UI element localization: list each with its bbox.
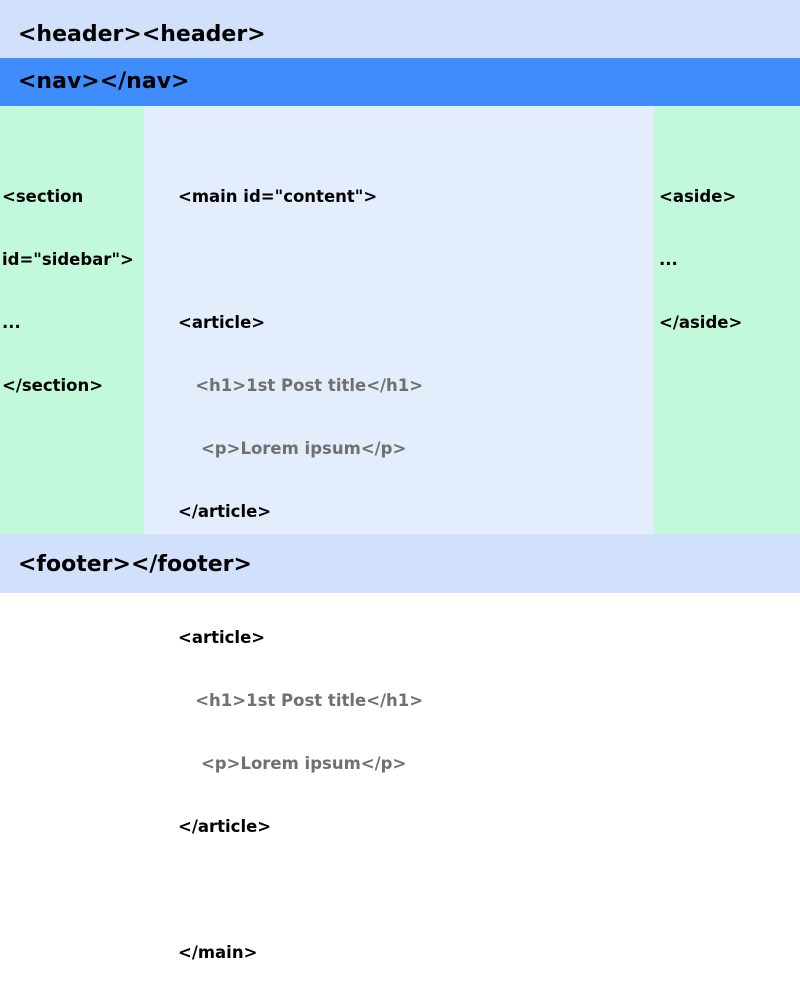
blank-line [178,879,423,900]
main-open-tag: <main id="content"> [178,187,378,206]
article-p-line: <p>Lorem ipsum</p> [178,754,407,773]
aside-line: </aside> [659,313,743,332]
main-close-tag: </main> [178,943,258,962]
article-open-tag: <article> [178,313,266,332]
article-close-tag: </article> [178,817,272,836]
sidebar-line: id="sidebar"> [2,250,134,269]
article-h1-line: <h1>1st Post title</h1> [178,376,424,395]
header-region: <header><header> [0,0,800,58]
sidebar-line: </section> [2,376,104,395]
aside-code: <aside> ... </aside> [659,144,742,375]
aside-line: <aside> [659,187,737,206]
footer-region: <footer></footer> [0,534,800,593]
sidebar-region: <section id="sidebar"> ... </section> [0,106,144,534]
nav-label: <nav></nav> [18,69,190,94]
main-region: <main id="content"> <article> <h1>1st Po… [144,106,654,962]
footer-label: <footer></footer> [18,552,252,577]
sidebar-line: <section [2,187,84,206]
article-open-tag: <article> [178,628,266,647]
aside-region: <aside> ... </aside> [654,106,800,534]
nav-region: <nav></nav> [0,58,800,106]
blank-line [178,249,423,270]
article-p-line: <p>Lorem ipsum</p> [178,439,407,458]
sidebar-code: <section id="sidebar"> ... </section> [2,144,134,438]
article-close-tag: </article> [178,502,272,521]
aside-line: ... [659,250,678,269]
sidebar-line: ... [2,313,21,332]
article-h1-line: <h1>1st Post title</h1> [178,691,424,710]
header-label: <header><header> [18,22,266,47]
